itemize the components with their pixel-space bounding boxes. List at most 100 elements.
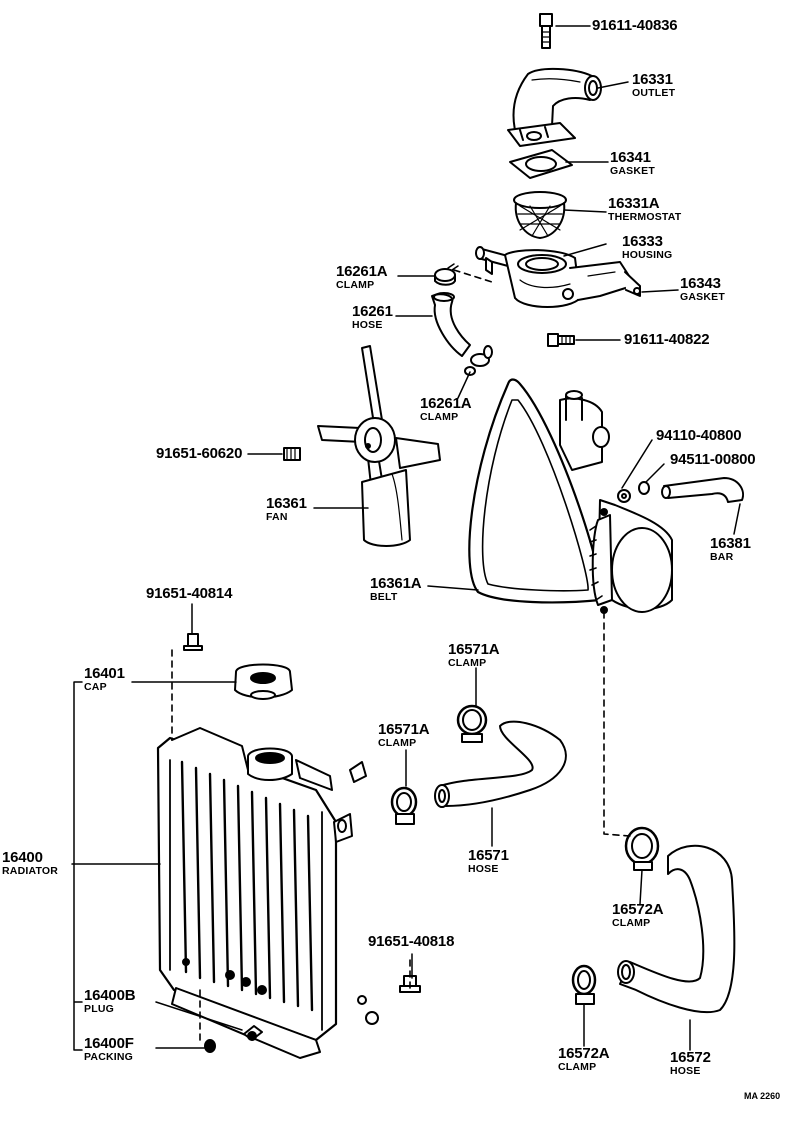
- part-name: GASKET: [610, 165, 655, 177]
- callout-bolt-housing: 91611-40822: [624, 331, 710, 348]
- callout-plug: 16400B PLUG: [84, 987, 136, 1015]
- hose-small-drawing: [431, 292, 471, 357]
- part-number: 16572: [670, 1049, 711, 1066]
- callout-clamp-572a-bot: 16572A CLAMP: [558, 1045, 610, 1073]
- belt-drawing: [468, 378, 603, 604]
- callout-washer-94511: 94511-00800: [670, 451, 756, 468]
- part-number: 16361: [266, 495, 307, 512]
- callout-housing: 16333 HOUSING: [622, 234, 672, 261]
- bolt-94110-drawing: [617, 489, 631, 503]
- clamp-572a-bot-drawing: [571, 964, 597, 1005]
- callout-bar: 16381 BAR: [710, 536, 751, 563]
- part-number: 91651-40814: [146, 585, 233, 602]
- part-name: FAN: [266, 511, 288, 523]
- part-name: THERMOSTAT: [608, 211, 682, 223]
- washer-94511-drawing: [638, 481, 650, 495]
- part-number: 16572A: [612, 901, 664, 918]
- clamp-571a-mid-drawing: [390, 786, 418, 825]
- callout-bolt-top: 91611-40836: [592, 17, 678, 34]
- callout-bolt-fan: 91651-60620: [156, 446, 242, 461]
- outlet-drawing: [507, 67, 602, 147]
- part-number: 16333: [622, 233, 663, 250]
- part-number: 16261A: [336, 263, 388, 280]
- callout-gasket-2: 16343 GASKET: [680, 276, 725, 303]
- part-name: OUTLET: [632, 87, 676, 99]
- part-number: 16381: [710, 535, 751, 552]
- plug-drawing: [243, 1025, 263, 1041]
- callout-outlet: 16331 OUTLET: [632, 72, 675, 99]
- bolt-top-drawing: [539, 13, 553, 49]
- part-number: 16571A: [378, 721, 430, 738]
- part-name: CAP: [84, 681, 107, 693]
- callout-radiator: 16400 RADIATOR: [2, 850, 58, 877]
- part-number: 16261A: [420, 395, 472, 412]
- gasket-1-drawing: [509, 149, 573, 179]
- part-number: 16341: [610, 149, 651, 166]
- part-number: 94110-40800: [656, 427, 742, 444]
- part-number: 16400B: [84, 987, 136, 1004]
- callout-clamp-571a-mid: 16571A CLAMP: [378, 721, 430, 749]
- part-name: CLAMP: [612, 917, 651, 929]
- radiator-drawing: [156, 727, 379, 1059]
- clamp-a-drawing: [434, 263, 459, 286]
- callout-hose-upper: 16571 HOSE: [468, 848, 509, 875]
- bolt-40818-drawing: [399, 975, 421, 993]
- cap-drawing: [234, 663, 293, 700]
- callout-hose-small: 16261 HOSE: [352, 304, 393, 331]
- part-number: 94511-00800: [670, 451, 756, 468]
- callout-clamp-571a-top: 16571A CLAMP: [448, 641, 500, 669]
- part-name: PLUG: [84, 1003, 114, 1015]
- thermostat-drawing: [513, 191, 567, 239]
- part-name: HOSE: [670, 1065, 701, 1077]
- bolt-housing-drawing: [547, 333, 575, 347]
- bolt-fan-drawing: [283, 447, 301, 461]
- callout-packing: 16400F PACKING: [84, 1036, 134, 1063]
- part-number: 16400F: [84, 1035, 134, 1052]
- clamp-b-drawing: [464, 345, 493, 376]
- part-number: 91611-40836: [592, 17, 678, 34]
- part-number: 16571: [468, 847, 509, 864]
- bolt-40814-drawing: [183, 633, 203, 651]
- part-name: BELT: [370, 591, 398, 603]
- part-name: CLAMP: [378, 737, 417, 749]
- part-number: 16331A: [608, 195, 660, 212]
- water-pump-drawing: [559, 390, 673, 614]
- part-name: PACKING: [84, 1051, 134, 1063]
- callout-clamp-a: 16261A CLAMP: [336, 263, 388, 291]
- part-name: HOUSING: [622, 249, 673, 261]
- part-name: HOSE: [468, 863, 499, 875]
- part-number: 16331: [632, 71, 673, 88]
- housing-drawing: [475, 246, 641, 308]
- part-name: GASKET: [680, 291, 725, 303]
- part-name: CLAMP: [558, 1061, 597, 1073]
- part-name: RADIATOR: [2, 865, 59, 877]
- bar-drawing: [661, 477, 744, 503]
- part-number: 91611-40822: [624, 331, 710, 348]
- part-number: 16361A: [370, 575, 422, 592]
- part-name: HOSE: [352, 319, 383, 331]
- clamp-572a-top-drawing: [624, 826, 660, 871]
- callout-cap: 16401 CAP: [84, 666, 125, 693]
- part-number: 16401: [84, 665, 125, 682]
- hose-upper-drawing: [434, 720, 567, 808]
- callout-clamp-572a-top: 16572A CLAMP: [612, 901, 664, 929]
- part-name: BAR: [710, 551, 734, 563]
- part-number: 16572A: [558, 1045, 610, 1062]
- clamp-571a-top-drawing: [456, 704, 488, 743]
- part-number: 16571A: [448, 641, 500, 658]
- diagram-code: MA 2260: [744, 1091, 781, 1101]
- leader-lines: [71, 25, 741, 1051]
- callout-hose-lower: 16572 HOSE: [670, 1050, 711, 1077]
- part-name: CLAMP: [420, 411, 459, 423]
- part-number: 91651-40818: [368, 933, 455, 950]
- fan-drawing: [317, 345, 441, 547]
- callout-bolt-40814: 91651-40814: [146, 586, 232, 601]
- part-name: CLAMP: [448, 657, 487, 669]
- part-number: 16343: [680, 275, 721, 292]
- hose-lower-drawing: [617, 844, 736, 1014]
- packing-drawing: [204, 1039, 216, 1053]
- part-number: 16400: [2, 849, 43, 866]
- part-name: CLAMP: [336, 279, 375, 291]
